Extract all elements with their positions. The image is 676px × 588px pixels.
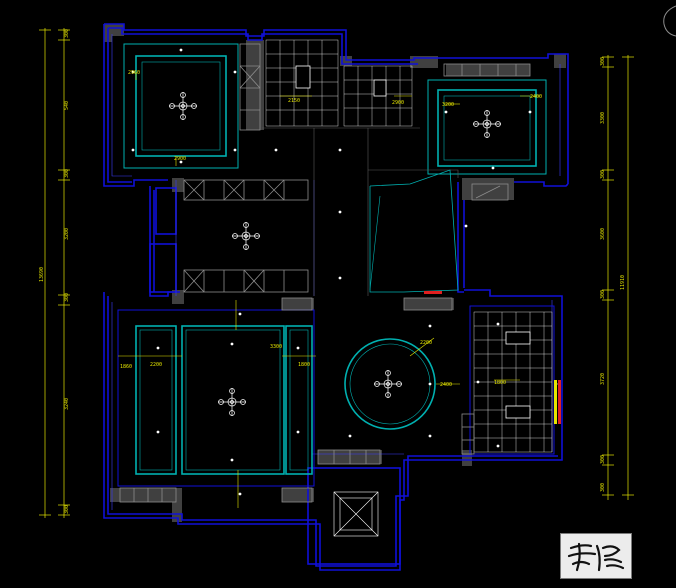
left-dim-2: 540 [64, 101, 70, 110]
grid-ceiling-kitchen [473, 311, 553, 453]
yellow-ticks [118, 72, 540, 508]
left-dim-3: 300 [64, 169, 70, 178]
chandelier-dining [374, 370, 402, 398]
right-dim-4: 3600 [600, 228, 606, 240]
handwritten-signature [567, 542, 625, 572]
right-dim-1: 300 [600, 57, 606, 66]
left-total: 13690 [39, 267, 45, 282]
left-dim-1: 300 [64, 29, 70, 38]
room-label-4: 2900 [392, 100, 404, 106]
room-label-12: 2400 [440, 382, 452, 388]
cabinet-living [119, 183, 509, 503]
room-labels: 2960 2900 2150 2900 3200 2400 1860 2200 … [120, 70, 542, 388]
left-dim-6: 3240 [64, 398, 70, 410]
room-label-3: 2150 [288, 98, 300, 104]
right-dim-6: 3720 [600, 373, 606, 385]
walls [103, 23, 569, 571]
right-dim-3: 300 [600, 170, 606, 179]
grid-ceiling-small [343, 65, 413, 127]
right-dim-8: 300 [600, 483, 606, 492]
left-dimension-texts: 300 540 300 3200 300 3240 300 13690 [39, 29, 70, 514]
left-dim-4: 3200 [64, 228, 70, 240]
cabinet-top-right [443, 63, 531, 77]
corridor-outline [262, 127, 459, 296]
chandelier-living [218, 388, 246, 416]
room-top-left [123, 43, 239, 169]
right-dim-5: 300 [600, 290, 606, 299]
right-dim-2: 3300 [600, 112, 606, 124]
room-label-7: 1860 [120, 364, 132, 370]
room-top-right [427, 79, 547, 175]
wardrobe-vertical [239, 43, 261, 131]
entry-box [333, 491, 379, 537]
right-total: 11910 [620, 275, 626, 290]
room-label-9: 3300 [270, 344, 282, 350]
room-label-6: 2400 [530, 94, 542, 100]
left-dimension-chain [39, 28, 70, 518]
chandelier-bedroom [232, 222, 260, 250]
wardrobe-bottom [183, 269, 309, 293]
wall-fills [104, 24, 566, 522]
wardrobe-top [183, 179, 309, 201]
room-label-1: 2960 [128, 70, 140, 76]
grid-ceiling-top-mid [265, 39, 339, 127]
room-label-13: 1800 [494, 380, 506, 386]
right-dimension-chain [602, 55, 634, 500]
chandelier-top-right [473, 110, 501, 138]
right-dim-7: 300 [600, 455, 606, 464]
signature-stamp [560, 533, 632, 579]
downlights [131, 48, 558, 496]
room-label-2: 2900 [174, 156, 186, 162]
room-label-8: 2200 [150, 362, 162, 368]
room-label-11: 2200 [420, 340, 432, 346]
corner-arc [663, 5, 676, 37]
room-label-5: 3200 [442, 102, 454, 108]
left-dim-5: 300 [64, 293, 70, 302]
chandelier-top-left [169, 92, 197, 120]
accent-marks [424, 291, 561, 424]
right-dimension-texts: 300 3300 300 3600 300 3720 300 300 11910 [600, 57, 626, 492]
room-label-10: 1800 [298, 362, 310, 368]
room-living [117, 309, 315, 487]
left-dim-7: 300 [64, 505, 70, 514]
